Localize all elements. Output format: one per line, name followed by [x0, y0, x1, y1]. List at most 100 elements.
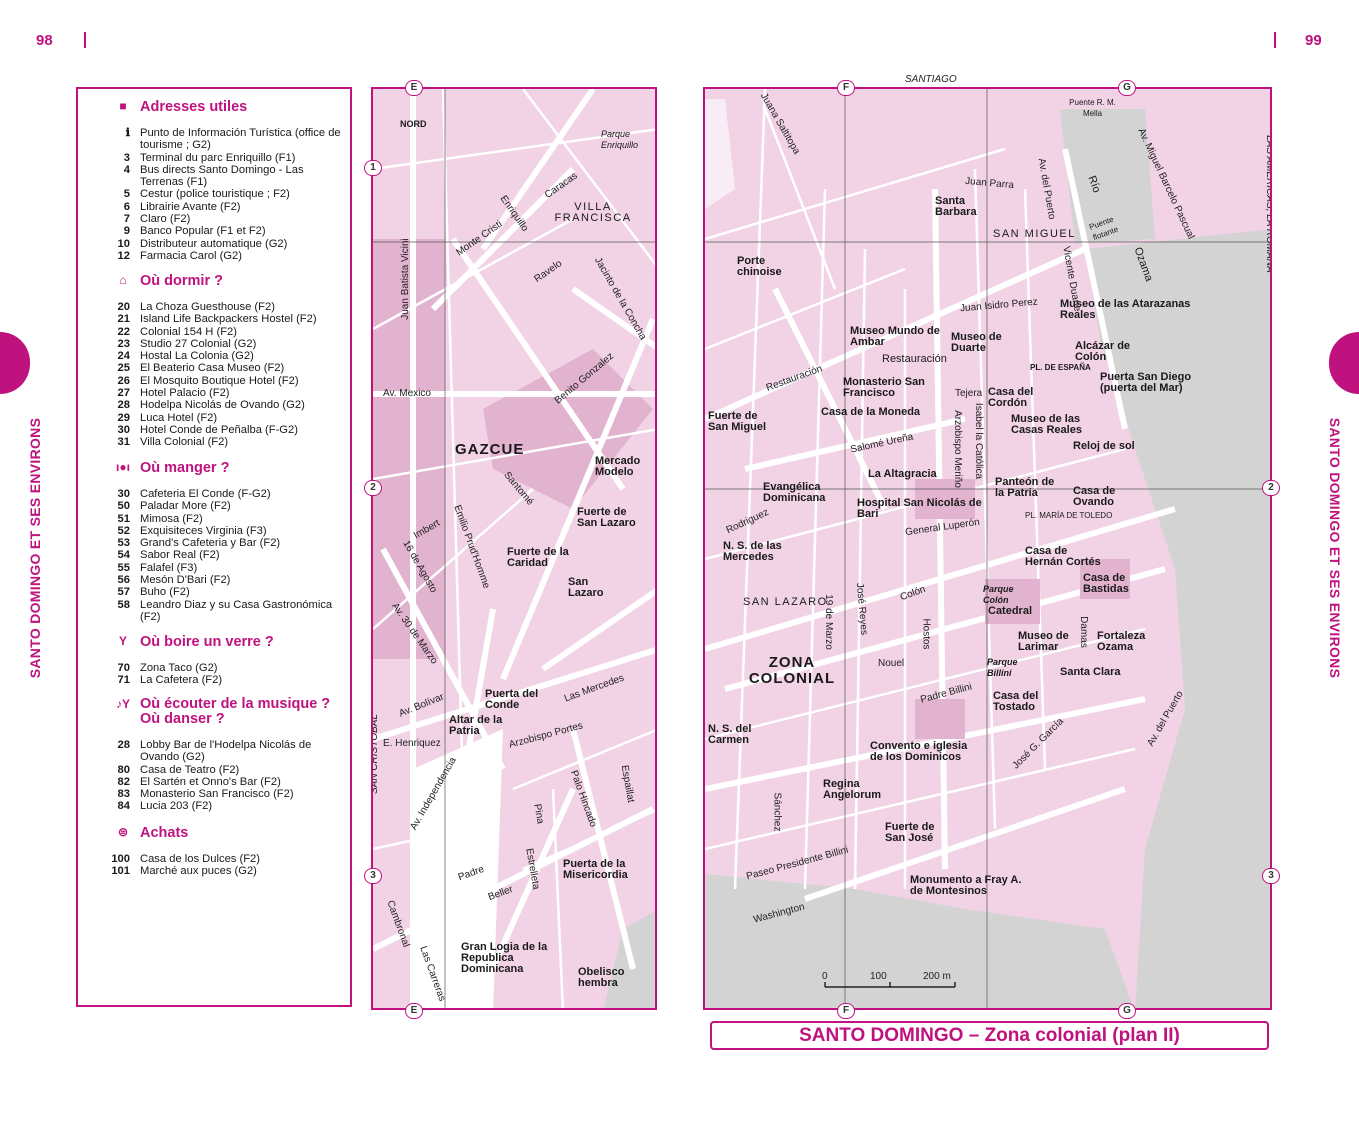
legend-item-number: 9 [123, 225, 130, 238]
square-label: PL. MARÍA DE TOLEDO [1025, 511, 1113, 520]
street-label: Sánchez [771, 792, 783, 832]
legend-item-number: 70 [117, 662, 130, 674]
place-label: Puerta del Conde [485, 688, 539, 711]
legend-item-number: 84 [117, 800, 130, 813]
street-label: Hostos [920, 618, 932, 650]
page-divider [1274, 32, 1276, 48]
place-label: Monumento a Fray A. de Montesinos [910, 874, 1022, 897]
district-label: SAN LAZARO [743, 596, 828, 608]
grid-col-marker: G [1118, 1003, 1136, 1019]
place-label: Fuerte de la Caridad [507, 546, 569, 569]
map-panel-west[interactable]: NORD GAZCUE VILLA FRANCISCA Parque Enriq… [371, 87, 657, 1010]
district-label: SAN MIGUEL [993, 228, 1076, 240]
legend-item-number: 12 [117, 249, 130, 262]
place-label: Casa de Bastidas [1083, 572, 1129, 595]
place-label: Monasterio San Francisco [843, 376, 925, 399]
legend-item-text: Island Life Backpackers Hostel (F2) [140, 313, 317, 326]
legend-item-number: 21 [117, 313, 130, 326]
legend-item-number: 4 [123, 163, 130, 176]
legend-item-number: 24 [117, 350, 130, 363]
legend-item-text: Zona Taco (G2) [140, 662, 218, 674]
legend-item-number: 20 [117, 301, 130, 313]
legend-item-text: Lucia 203 (F2) [140, 800, 213, 813]
legend-item-text: Marché aux puces (G2) [140, 865, 257, 878]
section-title: Adresses utiles [140, 99, 248, 115]
grid-col-marker: F [837, 80, 855, 96]
legend-item-number: 26 [117, 374, 130, 387]
street-label: Tejera [955, 388, 983, 399]
legend-item: 21 Island Life Backpackers Hostel (F2) [108, 313, 348, 325]
street-label: E. Henriquez [383, 738, 441, 749]
map-panel-east[interactable]: LAS AMERICAS, LA ROMANA SAN MIGUEL SAN L… [703, 87, 1272, 1010]
legend-item-number: 23 [117, 337, 130, 350]
legend-item-text: Hotel Conde de Peñalba (F-G2) [140, 423, 298, 436]
grid-row-marker: 2 [364, 480, 382, 496]
legend-item-text: Colonial 154 H (F2) [140, 325, 238, 338]
district-label: GAZCUE [455, 441, 525, 458]
legend-item-text: Leandro Diaz y su Casa Gastronómica (F2) [140, 598, 333, 623]
legend-item-text: Casa de los Dulces (F2) [140, 853, 260, 865]
section-title: Où dormir ? [140, 273, 223, 289]
info-icon: ℹ [125, 127, 130, 139]
place-label: N. S. del Carmen [708, 723, 752, 746]
legend-item-number: 55 [117, 561, 130, 574]
place-label: Parque Billini [987, 657, 1018, 678]
legend-item-text: Sabor Real (F2) [140, 549, 220, 562]
place-label: Altar de la Patria [449, 714, 503, 737]
place-label: Catedral [988, 605, 1033, 617]
grid-col-marker: G [1118, 80, 1136, 96]
legend-item-number: 54 [117, 549, 130, 562]
square-label: PL. DE ESPAÑA [1030, 363, 1091, 372]
street-label: Juan Batista Vicini [399, 238, 411, 320]
legend-item-text: Banco Popular (F1 et F2) [140, 225, 266, 238]
edge-direction-label: SAN CRISTÓBAL [371, 713, 381, 795]
map-title: SANTO DOMINGO – Zona colonial (plan II) [710, 1021, 1269, 1050]
place-label: Reloj de sol [1073, 440, 1135, 452]
place-label: N. S. de las Mercedes [723, 540, 782, 563]
place-label: Museo de Larimar [1018, 630, 1069, 653]
thumb-tab-left [0, 332, 30, 394]
street-label: Damas [1077, 616, 1089, 648]
edge-direction-label: SANTIAGO [905, 74, 957, 85]
legend-item-text: Casa de Teatro (F2) [140, 763, 240, 776]
section-title: Où écouter de la musique ? Où danser ? [140, 696, 331, 727]
grid-col-marker: F [837, 1003, 855, 1019]
edge-direction-label: LAS AMERICAS, LA ROMANA [1263, 135, 1272, 273]
legend-item-number: 56 [117, 574, 130, 587]
legend-item-text: Bus directs Santo Domingo - Las Terrenas… [140, 163, 304, 189]
legend-item-text: Cafeteria El Conde (F-G2) [140, 488, 271, 500]
legend-item-text: Claro (F2) [140, 213, 191, 226]
legend-item-number: 83 [117, 788, 130, 801]
legend-item-text: Monasterio San Francisco (F2) [140, 788, 294, 801]
legend-item-number: 58 [117, 598, 130, 611]
legend-item-number: 31 [117, 436, 130, 449]
legend-item-number: 50 [117, 500, 130, 513]
scale-label: 0 [822, 971, 828, 982]
page-divider [84, 32, 86, 48]
place-label: Museo de las Casas Reales [1011, 413, 1082, 436]
basket-icon: ⊜ [117, 825, 129, 839]
legend-item: 9 Banco Popular (F1 et F2) [108, 225, 348, 237]
bridge-label: Puente R. M. Mella [1069, 98, 1116, 118]
legend-item-text: Mimosa (F2) [140, 512, 203, 525]
legend-item-number: 22 [117, 325, 130, 338]
place-label: Hospital San Nicolás de Bari [857, 497, 982, 520]
